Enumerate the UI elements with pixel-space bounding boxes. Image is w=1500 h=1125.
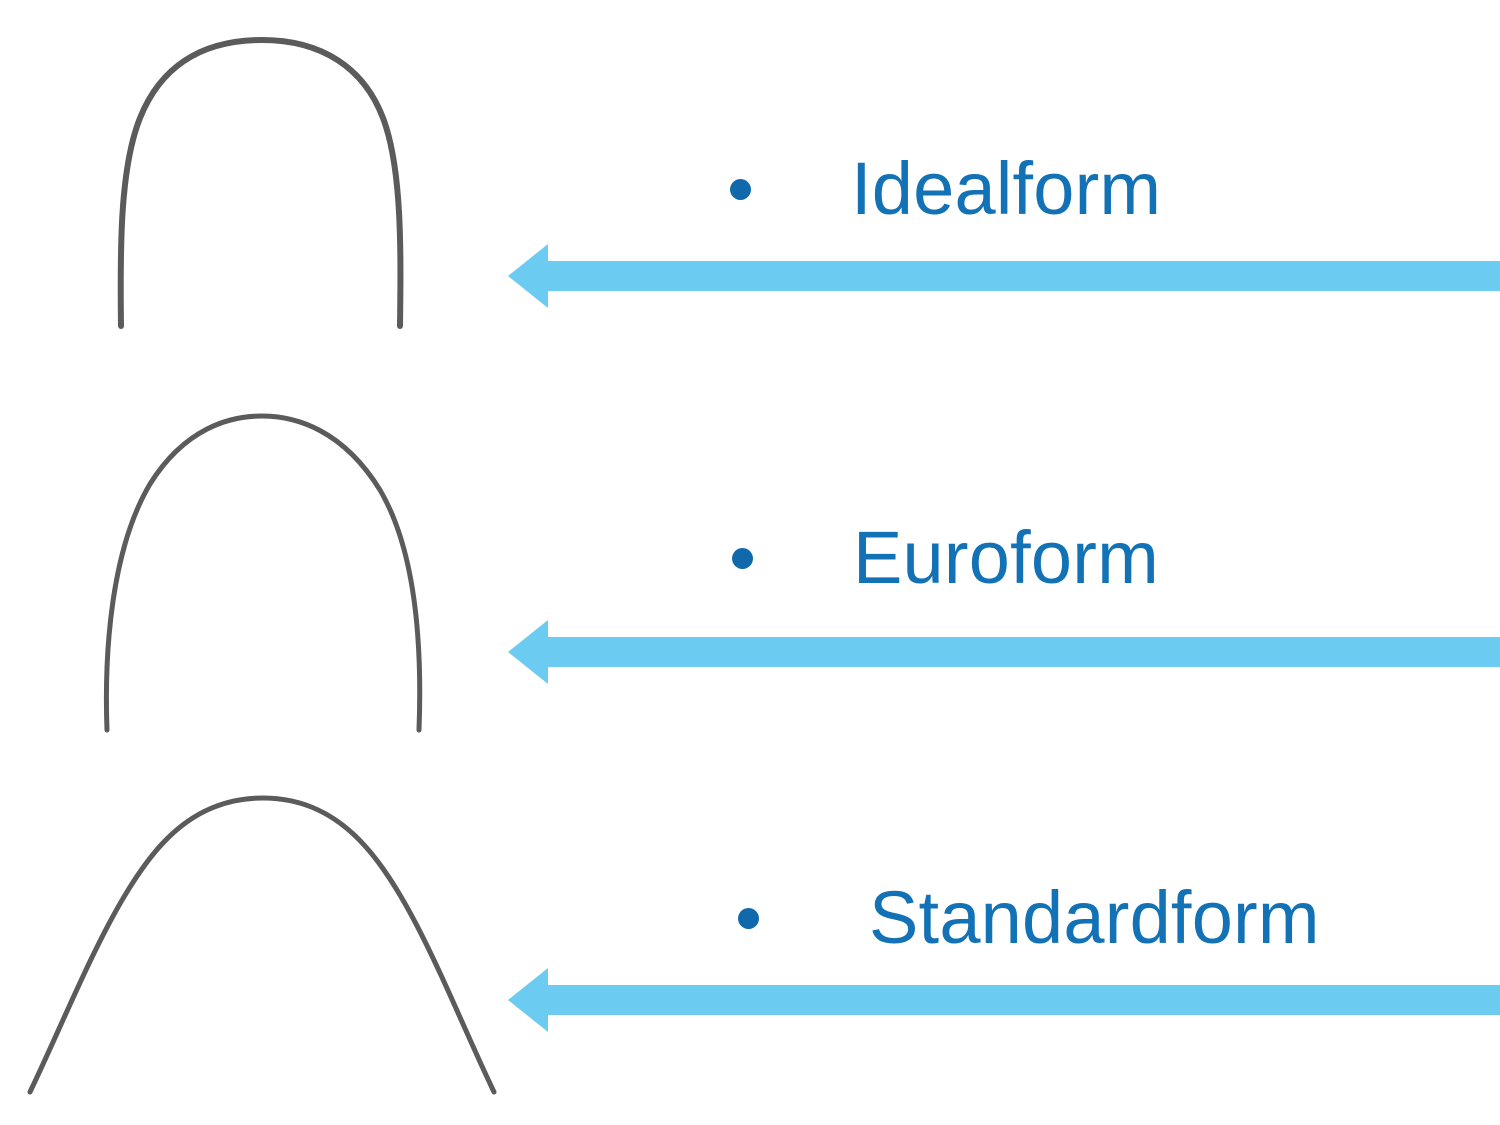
label-idealform: Idealform	[851, 147, 1162, 230]
bullet-icon	[730, 178, 751, 200]
ideal-arch-wire	[0, 18, 500, 338]
bullet-icon	[738, 907, 759, 929]
standard-arch-wire	[0, 790, 500, 1100]
label-standardform: Standardform	[869, 876, 1320, 959]
left-arrow-standardform	[508, 962, 1500, 1038]
list-item-standardform: Standardform	[738, 881, 1320, 955]
bullet-icon	[732, 547, 753, 569]
euro-arch-wire	[0, 408, 500, 738]
list-item-idealform: Idealform	[730, 152, 1161, 226]
list-item-euroform: Euroform	[732, 521, 1159, 595]
left-arrow-idealform	[508, 238, 1500, 314]
label-euroform: Euroform	[853, 516, 1159, 599]
left-arrow-euroform	[508, 614, 1500, 690]
